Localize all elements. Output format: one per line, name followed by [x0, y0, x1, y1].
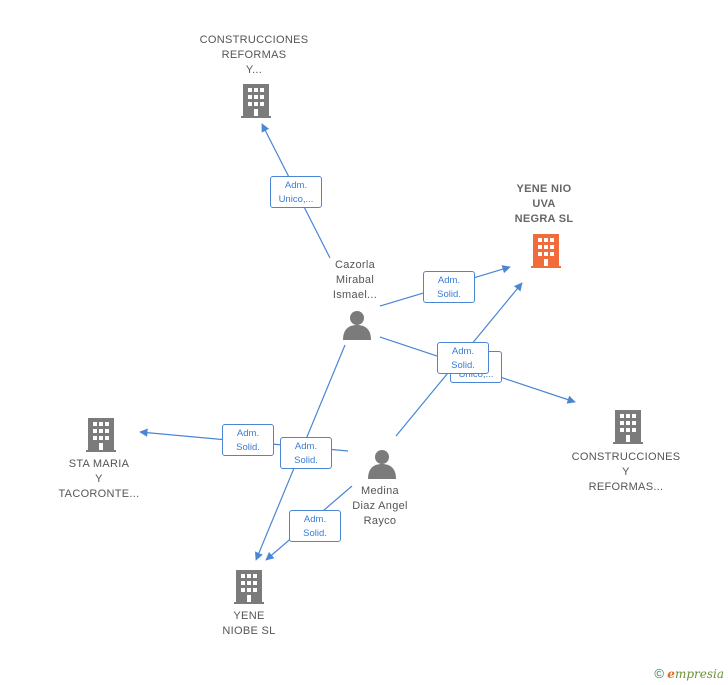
company-label-construcciones-right[interactable]: CONSTRUCCIONES Y REFORMAS... [571, 451, 681, 493]
copyright-notice: © empresia [654, 666, 724, 681]
edge-label-cazorla-yene-nio[interactable]: Adm. Solid. [423, 271, 475, 303]
edge-label-cazorla-yene-niobe[interactable]: Adm. Solid. [280, 437, 332, 469]
person-icon [343, 311, 371, 340]
building-icon [531, 234, 561, 268]
building-icon [613, 410, 643, 444]
person-label-cazorla[interactable]: Cazorla Mirabal Ismael... [332, 259, 378, 301]
building-icon [241, 84, 271, 118]
edge-label-medina-sta-maria[interactable]: Adm. Solid. [222, 424, 274, 456]
brand-logo[interactable]: empresia [667, 667, 724, 681]
company-label-sta-maria[interactable]: STA MARIA Y TACORONTE... [58, 458, 140, 500]
company-label-yene-niobe[interactable]: YENE NIOBE SL [222, 610, 276, 637]
company-label-yene-nio[interactable]: YENE NIO UVA NEGRA SL [514, 183, 574, 225]
person-icon [368, 450, 396, 479]
building-icon [86, 418, 116, 452]
building-icon [234, 570, 264, 604]
company-label-construcciones-top[interactable]: CONSTRUCCIONES REFORMAS Y... [199, 34, 309, 76]
edge-label-cazorla-construcciones-top[interactable]: Adm. Unico,... [270, 176, 322, 208]
copyright-symbol: © [654, 666, 664, 681]
edge-label-medina-yene-nio[interactable]: Adm. Solid. [437, 342, 489, 374]
person-label-medina[interactable]: Medina Diaz Angel Rayco [352, 485, 408, 527]
edge-label-medina-yene-niobe[interactable]: Adm. Solid. [289, 510, 341, 542]
